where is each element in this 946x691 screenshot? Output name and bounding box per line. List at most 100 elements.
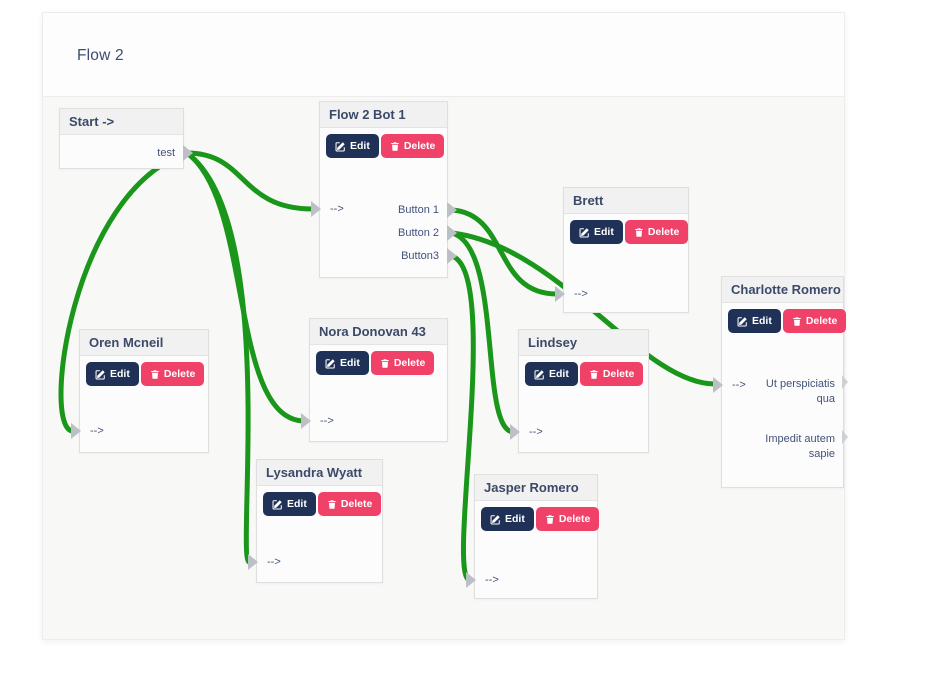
output-connector[interactable] (447, 225, 457, 241)
node-title[interactable]: Start -> (60, 109, 183, 135)
output-connector[interactable] (842, 375, 848, 389)
connection-path[interactable] (184, 150, 252, 565)
input-connector[interactable] (555, 286, 565, 302)
connection-path[interactable] (449, 253, 476, 583)
input-connector[interactable] (466, 572, 476, 588)
connection-path[interactable] (449, 207, 560, 297)
output-label: test (157, 147, 175, 159)
delete-button-label: Delete (340, 498, 373, 510)
flow-node-lysandra[interactable]: Lysandra Wyatt Edit Delete (248, 459, 383, 583)
node-title[interactable]: Charlotte Romero (722, 277, 843, 303)
edit-button[interactable]: Edit (326, 134, 379, 158)
node-title[interactable]: Brett (564, 188, 688, 214)
input-label: --> (267, 556, 281, 568)
flow-canvas[interactable]: Start -> test Flow 2 Bot 1 Edit (42, 12, 848, 641)
output-label: Button3 (401, 250, 439, 262)
edit-button-label: Edit (350, 140, 370, 152)
edit-button-label: Edit (752, 315, 772, 327)
edit-pencil-icon (579, 227, 590, 238)
input-label: --> (574, 288, 588, 300)
trash-icon (150, 369, 160, 380)
edit-button-label: Edit (594, 226, 614, 238)
edit-button[interactable]: Edit (86, 362, 139, 386)
node-title[interactable]: Nora Donovan 43 (310, 319, 447, 345)
node-actions: Edit Delete (570, 220, 689, 244)
output-label: Ut perspiciatis qua (765, 378, 835, 405)
delete-button-label: Delete (393, 357, 426, 369)
edit-button[interactable]: Edit (525, 362, 578, 386)
trash-icon (545, 514, 555, 525)
output-label: Button 1 (398, 204, 439, 216)
input-connector[interactable] (301, 413, 311, 429)
nodes-layer: Start -> test Flow 2 Bot 1 Edit (43, 13, 848, 641)
output-connector[interactable] (447, 248, 457, 264)
trash-icon (634, 227, 644, 238)
delete-button-label: Delete (558, 513, 591, 525)
edit-button[interactable]: Edit (570, 220, 623, 244)
node-title[interactable]: Lindsey (519, 330, 648, 356)
edit-pencil-icon (272, 499, 283, 510)
edit-button-label: Edit (505, 513, 525, 525)
edit-button[interactable]: Edit (316, 351, 369, 375)
edit-button[interactable]: Edit (728, 309, 781, 333)
node-title[interactable]: Flow 2 Bot 1 (320, 102, 447, 128)
output-connector[interactable] (447, 202, 457, 218)
node-title[interactable]: Lysandra Wyatt (257, 460, 382, 486)
input-connector[interactable] (510, 424, 520, 440)
output-connector[interactable] (842, 430, 848, 444)
output-label: Impedit autem sapie (765, 433, 835, 460)
node-title[interactable]: Oren Mcneil (80, 330, 208, 356)
flow-node-jasper[interactable]: Jasper Romero Edit Delete (466, 474, 600, 599)
node-title[interactable]: Jasper Romero (475, 475, 597, 501)
input-label: --> (320, 415, 334, 427)
input-label: --> (330, 203, 344, 215)
trash-icon (792, 316, 802, 327)
delete-button-label: Delete (163, 368, 196, 380)
input-connector[interactable] (311, 201, 321, 217)
flow-node-oren[interactable]: Oren Mcneil Edit Delete - (71, 329, 209, 453)
output-connector[interactable] (183, 145, 193, 161)
input-connector[interactable] (713, 377, 723, 393)
edit-button-label: Edit (110, 368, 130, 380)
connection-path[interactable] (449, 230, 718, 387)
flow-node-flow2bot1[interactable]: Flow 2 Bot 1 Edit Delete (311, 101, 457, 278)
input-label: --> (485, 574, 499, 586)
edit-button[interactable]: Edit (263, 492, 316, 516)
delete-button-label: Delete (805, 315, 838, 327)
connections-layer (58, 150, 718, 583)
delete-button[interactable]: Delete (317, 492, 382, 516)
node-actions: Edit Delete (525, 362, 644, 386)
trash-icon (390, 141, 400, 152)
flow-node-brett[interactable]: Brett Edit Delete --> (555, 187, 689, 313)
edit-button-label: Edit (549, 368, 569, 380)
edit-button-label: Edit (287, 498, 307, 510)
delete-button[interactable]: Delete (782, 309, 847, 333)
node-actions: Edit Delete (263, 492, 382, 516)
input-connector[interactable] (248, 554, 258, 570)
delete-button[interactable]: Delete (370, 351, 435, 375)
delete-button[interactable]: Delete (579, 362, 644, 386)
node-actions: Edit Delete (728, 309, 847, 333)
connection-path[interactable] (184, 150, 316, 212)
edit-pencil-icon (325, 358, 336, 369)
flow-node-nora[interactable]: Nora Donovan 43 Edit Delete (301, 318, 448, 442)
canvas-header: Flow 2 (43, 13, 844, 97)
input-connector[interactable] (71, 423, 81, 439)
delete-button[interactable]: Delete (535, 507, 600, 531)
delete-button[interactable]: Delete (380, 134, 445, 158)
flow-node-charlotte[interactable]: Charlotte Romero Edit Delete (713, 276, 848, 488)
node-actions: Edit Delete (326, 134, 445, 158)
connection-path[interactable] (449, 230, 516, 435)
node-actions: Edit Delete (481, 507, 600, 531)
node-actions: Edit Delete (316, 351, 435, 375)
flow-node-lindsey[interactable]: Lindsey Edit Delete --> (510, 329, 649, 453)
connection-path[interactable] (58, 150, 190, 434)
delete-button-label: Delete (647, 226, 680, 238)
delete-button[interactable]: Delete (140, 362, 205, 386)
edit-button[interactable]: Edit (481, 507, 534, 531)
flow-node-start[interactable]: Start -> test (59, 108, 193, 169)
node-actions: Edit Delete (86, 362, 205, 386)
delete-button[interactable]: Delete (624, 220, 689, 244)
input-label: --> (732, 379, 746, 391)
